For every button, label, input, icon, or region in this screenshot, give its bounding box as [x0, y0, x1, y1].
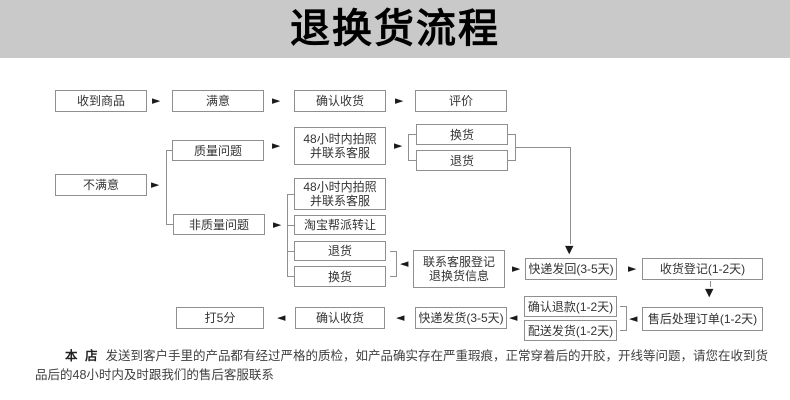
store-policy-bold-label: 本 店 [65, 349, 100, 363]
store-policy-note: 本 店发送到客户手里的产品都有经过严格的质检，如产品确实存在严重瑕痕，正常穿着后… [35, 347, 780, 385]
bracket-unsatisfied-branch [166, 150, 173, 225]
bracket-right-quality-options [508, 134, 516, 161]
arrow-right-icon: ► [395, 94, 404, 107]
flow-box-photo48h-nonquality: 48小时内拍照 并联系客服 [294, 178, 386, 210]
flow-box-return-nonquality: 退货 [294, 241, 386, 261]
flow-box-receipt-register: 收货登记(1-2天) [642, 258, 763, 280]
arrow-right-icon: ► [151, 178, 160, 191]
arrow-right-icon: ► [272, 94, 281, 107]
arrow-left-icon: ◄ [509, 311, 518, 324]
bracket-stub [287, 251, 294, 252]
page-title: 退换货流程 [290, 7, 500, 51]
arrow-down-icon: ▼ [565, 243, 574, 256]
flow-box-unsatisfied: 不满意 [55, 174, 147, 196]
bracket-right-return-exchange [390, 251, 397, 277]
arrow-right-icon: ► [512, 262, 521, 275]
bracket-left-quality-options [408, 134, 416, 161]
bracket-nonquality-options [287, 194, 294, 277]
title-band: 退换货流程 [0, 0, 790, 58]
flow-box-photo48h-quality: 48小时内拍照 并联系客服 [294, 127, 386, 165]
store-policy-text: 发送到客户手里的产品都有经过严格的质检，如产品确实存在严重瑕痕，正常穿着后的开胶… [35, 349, 768, 382]
flow-box-contact-service: 联系客服登记 退换货信息 [413, 250, 505, 288]
bracket-stub [287, 225, 294, 226]
arrow-right-icon: ► [394, 139, 403, 152]
flow-box-courier-ship: 快递发货(3-5天) [415, 307, 507, 329]
flow-box-dispatch: 配送发货(1-2天) [524, 320, 617, 341]
flow-box-aftersales-order: 售后处理订单(1-2天) [642, 307, 763, 331]
flow-box-confirm-receipt: 确认收货 [294, 90, 386, 112]
flow-box-evaluate: 评价 [415, 90, 507, 112]
flow-box-return-quality: 退货 [416, 150, 508, 171]
arrow-right-icon: ► [272, 139, 281, 152]
flow-box-non-quality-issue: 非质量问题 [173, 214, 265, 235]
bracket-right-refund-dispatch [620, 306, 627, 331]
connector-line [570, 147, 571, 244]
arrow-right-icon: ► [152, 94, 161, 107]
connector-line [516, 147, 570, 148]
connector-line [710, 281, 711, 287]
arrow-right-icon: ► [273, 218, 282, 231]
flow-box-confirm-receipt-2: 确认收货 [295, 307, 385, 329]
flow-box-received: 收到商品 [55, 90, 147, 112]
flow-box-taobao-transfer: 淘宝帮派转让 [294, 215, 386, 235]
arrow-left-icon: ◄ [277, 311, 286, 324]
arrow-down-icon: ▼ [705, 286, 714, 299]
flow-box-exchange-nonquality: 换货 [294, 266, 386, 287]
flow-box-quality-issue: 质量问题 [172, 140, 264, 161]
flow-box-satisfied: 满意 [172, 90, 264, 112]
arrow-left-icon: ◄ [396, 311, 405, 324]
flow-box-send-back: 快递发回(3-5天) [525, 258, 617, 280]
flow-box-rate-five: 打5分 [176, 307, 264, 329]
arrow-left-icon: ◄ [629, 312, 638, 325]
arrow-left-icon: ◄ [400, 257, 409, 270]
flow-box-confirm-refund: 确认退款(1-2天) [524, 296, 617, 317]
arrow-right-icon: ► [628, 262, 637, 275]
flow-box-exchange-quality: 换货 [416, 124, 508, 145]
